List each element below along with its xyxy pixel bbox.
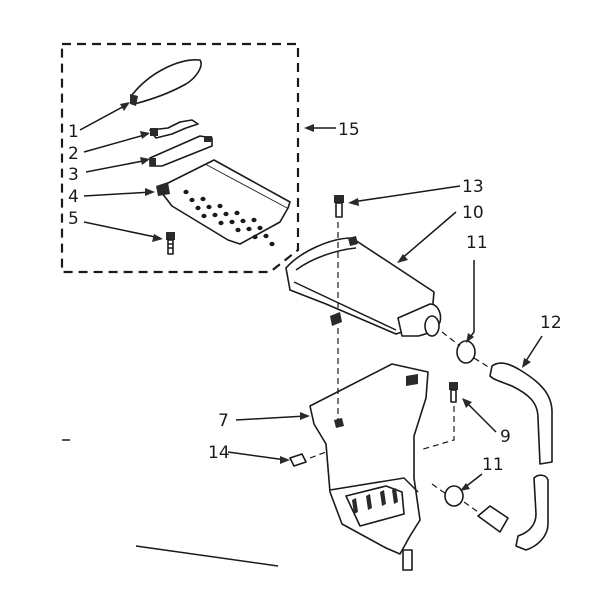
assembly-guide-lines [309,222,491,513]
callout-3: 3 [68,165,79,185]
tray-hole [235,227,241,233]
tray-hole [218,220,224,226]
tray-hole [183,189,189,195]
tray-hole [212,212,218,218]
tray-hole [240,218,246,224]
part-14-clip [289,453,307,467]
part-7-mounting-bracket [309,363,429,571]
tray-hole [189,197,195,203]
callout-14: 14 [208,443,230,463]
part-4-dispenser-tray [156,159,291,247]
callout-5: 5 [68,209,79,229]
part-5-screw [166,232,175,255]
callout-9: 9 [500,427,511,447]
callout-4: 4 [68,187,79,207]
tray-hole [206,204,212,210]
part-1-cap [130,59,202,106]
tray-hole [200,196,206,202]
part-11-upper-clamp [456,340,476,364]
callout-2: 2 [68,144,79,164]
callout-7: 7 [218,411,229,431]
part-11-lower-clamp [444,485,464,507]
callout-11-lower: 11 [482,455,504,475]
callout-12: 12 [540,313,562,333]
callout-15: 15 [338,120,360,140]
scan-marks [62,439,279,567]
tray-hole [201,213,207,219]
callout-11-upper: 11 [466,233,488,253]
part-2-spring-clip [149,119,199,139]
tray-hole [217,203,223,209]
callout-1: 1 [68,122,79,142]
tray-hole [234,210,240,216]
tray-hole-pattern [183,189,275,247]
sub-assembly-dashed-box [60,42,300,274]
coupling-sleeve [477,505,509,533]
part-3-slide-bracket [149,135,213,167]
tray-hole [252,234,258,240]
tray-hole [257,225,263,231]
tray-hole [223,211,229,217]
part-10-funnel-body [285,236,442,337]
tray-hole [229,219,235,225]
part-12-hose [489,362,553,551]
tray-hole [195,205,201,211]
tray-hole [246,226,252,232]
callout-10: 10 [462,203,484,223]
part-13-screw [334,195,344,218]
callout-13: 13 [462,177,484,197]
leader-lines [79,102,543,491]
callout-labels: 1 2 3 4 5 15 13 10 11 12 7 14 9 11 [68,120,562,475]
tray-hole [251,217,257,223]
part-9-screw [449,382,458,403]
tray-hole [269,241,275,247]
tray-hole [263,233,269,239]
